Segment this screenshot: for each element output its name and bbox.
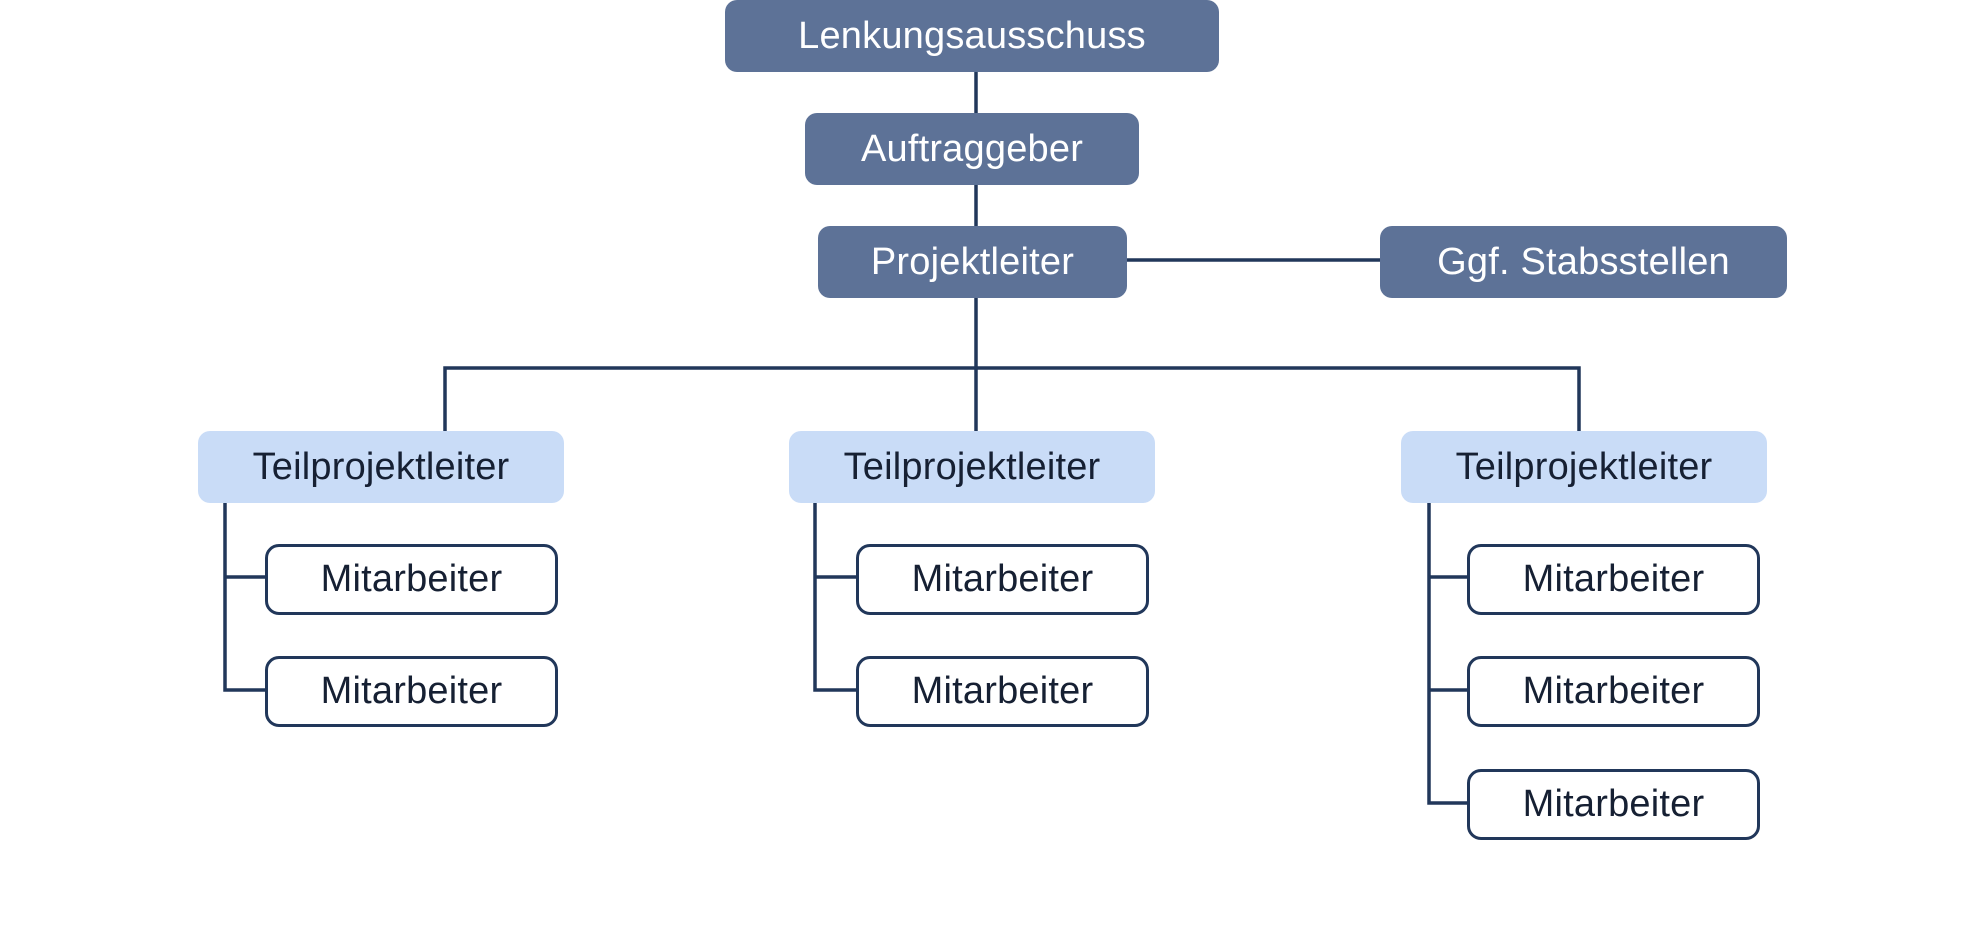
- member-label: Mitarbeiter: [911, 670, 1094, 712]
- connector-sub1-members: [223, 503, 266, 692]
- client-label: Auftraggeber: [860, 127, 1084, 170]
- member-box: Mitarbeiter: [856, 656, 1149, 727]
- project-lead-label: Projektleiter: [870, 240, 1075, 283]
- subproject-lead-label: Teilprojektleiter: [252, 445, 510, 488]
- subproject-lead-label: Teilprojektleiter: [1455, 445, 1713, 488]
- client-box: Auftraggeber: [805, 113, 1139, 185]
- member-label: Mitarbeiter: [320, 670, 503, 712]
- member-label: Mitarbeiter: [911, 558, 1094, 600]
- staff-unit-label: Ggf. Stabsstellen: [1437, 240, 1730, 283]
- subproject-lead-box-2: Teilprojektleiter: [789, 431, 1155, 503]
- member-label: Mitarbeiter: [1522, 558, 1705, 600]
- member-box: Mitarbeiter: [1467, 544, 1760, 615]
- member-box: Mitarbeiter: [856, 544, 1149, 615]
- project-lead-box: Projektleiter: [818, 226, 1127, 298]
- connector-sub2-members: [813, 503, 857, 692]
- subproject-lead-label: Teilprojektleiter: [843, 445, 1101, 488]
- connector-branch-bar: [443, 366, 1581, 431]
- member-box: Mitarbeiter: [265, 544, 558, 615]
- member-label: Mitarbeiter: [1522, 783, 1705, 825]
- subproject-lead-box-1: Teilprojektleiter: [198, 431, 564, 503]
- staff-unit-box: Ggf. Stabsstellen: [1380, 226, 1787, 298]
- subproject-lead-box-3: Teilprojektleiter: [1401, 431, 1767, 503]
- member-box: Mitarbeiter: [1467, 656, 1760, 727]
- connector-sub3-members: [1427, 503, 1468, 805]
- steering-committee-box: Lenkungsausschuss: [725, 0, 1219, 72]
- steering-committee-label: Lenkungsausschuss: [798, 14, 1146, 57]
- member-label: Mitarbeiter: [1522, 670, 1705, 712]
- member-label: Mitarbeiter: [320, 558, 503, 600]
- member-box: Mitarbeiter: [265, 656, 558, 727]
- member-box: Mitarbeiter: [1467, 769, 1760, 840]
